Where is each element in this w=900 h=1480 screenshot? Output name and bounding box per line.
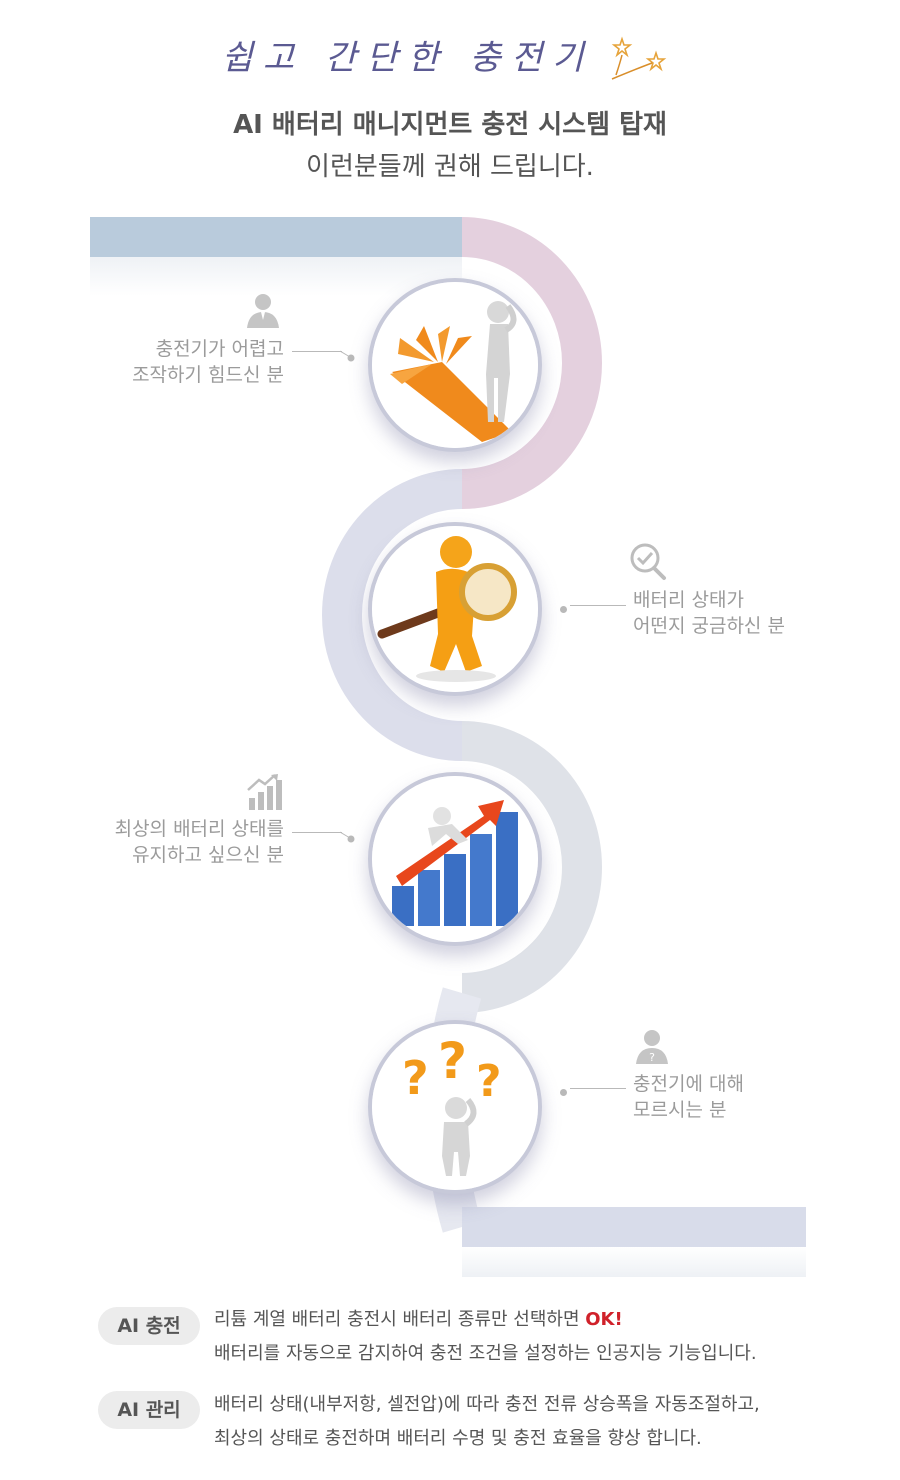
- path-band-top: [90, 217, 462, 257]
- path-curve-lavender: [322, 469, 463, 761]
- item-3-connector: [292, 832, 342, 833]
- ai-manage-badge: AI 관리: [98, 1391, 200, 1429]
- item-4-label: 충전기에 대해 모르시는 분: [633, 1073, 744, 1121]
- item-3-label: 최상의 배터리 상태를 유지하고 싶으신 분: [114, 818, 284, 866]
- subline: 이런분들께 권해 드립니다.: [306, 152, 594, 182]
- question-figure-image: ? ? ?: [368, 1020, 542, 1194]
- user-icon: [243, 290, 283, 330]
- svg-text:?: ?: [476, 1056, 502, 1107]
- headline: AI 배터리 매니지먼트 충전 시스템 탑재: [233, 110, 667, 140]
- item-2-connector-dot: [560, 606, 567, 613]
- ok-highlight: OK!: [585, 1309, 623, 1330]
- path-curve-gray: [461, 721, 602, 1013]
- ai-charge-badge: AI 충전: [98, 1307, 200, 1345]
- item-3-connector-end: [340, 831, 355, 843]
- user-question-icon: ?: [632, 1026, 672, 1066]
- item-2-connector: [570, 605, 626, 606]
- sparkle-stars-icon: [612, 36, 667, 80]
- item-4-connector: [570, 1088, 626, 1089]
- path-band-bottom: [462, 1207, 806, 1247]
- item-1-connector-end: [340, 350, 355, 362]
- item-4-connector-dot: [560, 1089, 567, 1096]
- magnifier-figure-image: [368, 522, 542, 696]
- path-curve-pink: [461, 217, 602, 509]
- script-title: 쉽고 간단한 충전기: [0, 30, 900, 85]
- ai-manage-description: 배터리 상태(내부저항, 셀전압)에 따라 충전 전류 상승폭을 자동조절하고,…: [214, 1394, 760, 1449]
- winding-path: [90, 217, 806, 1277]
- item-2-label: 배터리 상태가 어떤지 궁금하신 분: [633, 589, 785, 637]
- magnifier-check-icon: [628, 541, 668, 581]
- ai-charge-description: 리튬 계열 배터리 충전시 배터리 종류만 선택하면 OK! 배터리를 자동으로…: [214, 1309, 757, 1364]
- item-1-connector: [292, 351, 342, 352]
- bar-chart-figure-image: [368, 772, 542, 946]
- item-1-label: 충전기가 어렵고 조작하기 힘드신 분: [132, 338, 284, 386]
- growth-chart-icon: [245, 772, 285, 812]
- svg-text:?: ?: [438, 1032, 467, 1090]
- svg-text:?: ?: [402, 1051, 429, 1105]
- svg-text:?: ?: [649, 1051, 655, 1064]
- arrows-figure-image: [368, 278, 542, 452]
